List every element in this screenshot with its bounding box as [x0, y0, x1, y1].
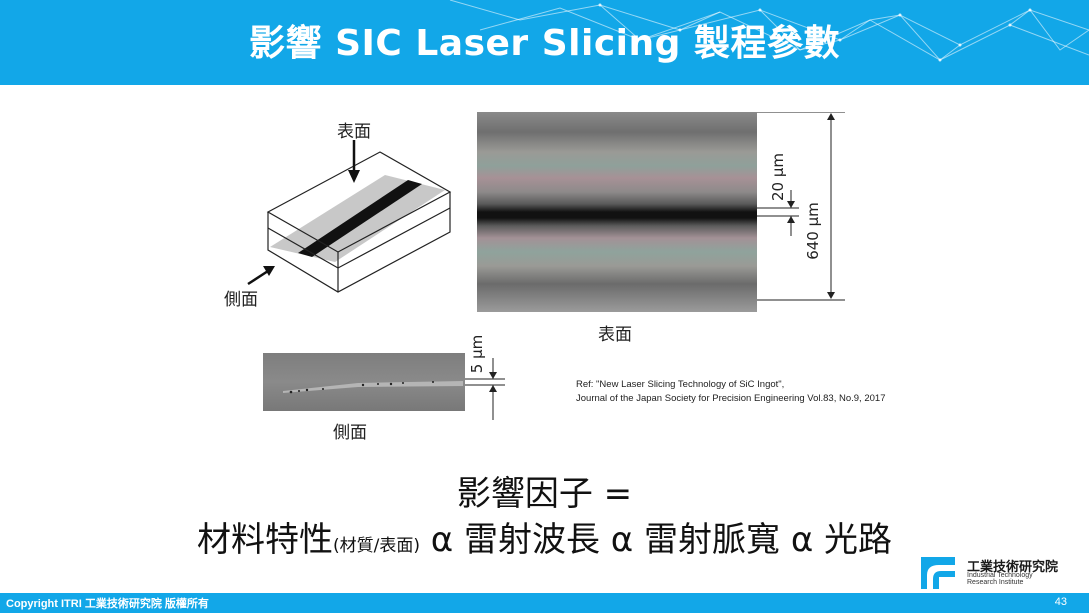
- page-number: 43: [1054, 596, 1067, 608]
- surface-photo-label: 表面: [598, 325, 632, 345]
- itri-logo-icon: [921, 557, 955, 589]
- itri-logo: 工業技術研究院 Industrial Technology Research I…: [921, 553, 1071, 593]
- side-micrograph: [263, 353, 465, 411]
- network-decoration: [449, 0, 1089, 62]
- reference-citation: Ref: "New Laser Slicing Technology of Si…: [576, 378, 885, 406]
- dimension-640um: 640 μm: [804, 202, 822, 260]
- side-dimension-lines: [465, 358, 505, 420]
- formula-factors: α 雷射波長 α 雷射脈寬 α 光路: [419, 520, 893, 560]
- arrow-down-icon: [348, 140, 360, 183]
- reference-line-2: Journal of the Japan Society for Precisi…: [576, 393, 886, 404]
- itri-logo-name: 工業技術研究院: [967, 560, 1059, 575]
- itri-logo-en-2: Research Institute: [967, 579, 1024, 586]
- side-photo-label: 側面: [333, 423, 367, 443]
- top-surface-label: 表面: [337, 122, 371, 142]
- side-label: 側面: [224, 290, 258, 310]
- dimension-5um: 5 μm: [468, 334, 486, 374]
- wafer-block-diagram: [266, 151, 452, 293]
- reference-line-1: Ref: "New Laser Slicing Technology of Si…: [576, 379, 785, 390]
- formula-material-note: (材質/表面): [332, 536, 420, 556]
- surface-micrograph: [477, 112, 757, 312]
- surface-dimension-lines: [757, 112, 845, 301]
- copyright-text: Copyright ITRI 工業技術研究院 版權所有: [6, 598, 209, 610]
- header-bar: 影響 SIC Laser Slicing 製程參數: [0, 0, 1089, 85]
- slide-title: 影響 SIC Laser Slicing 製程參數: [249, 23, 840, 64]
- dimension-20um: 20 μm: [769, 153, 787, 202]
- formula-material: 材料特性: [196, 520, 333, 560]
- formula-line-2: 材料特性(材質/表面) α 雷射波長 α 雷射脈寬 α 光路: [0, 512, 1089, 561]
- arrow-diagonal-icon: [247, 266, 275, 286]
- formula-line-1: 影響因子 =: [456, 474, 633, 514]
- footer-bar: Copyright ITRI 工業技術研究院 版權所有 43: [0, 593, 1089, 613]
- itri-logo-en-1: Industrial Technology: [967, 572, 1033, 579]
